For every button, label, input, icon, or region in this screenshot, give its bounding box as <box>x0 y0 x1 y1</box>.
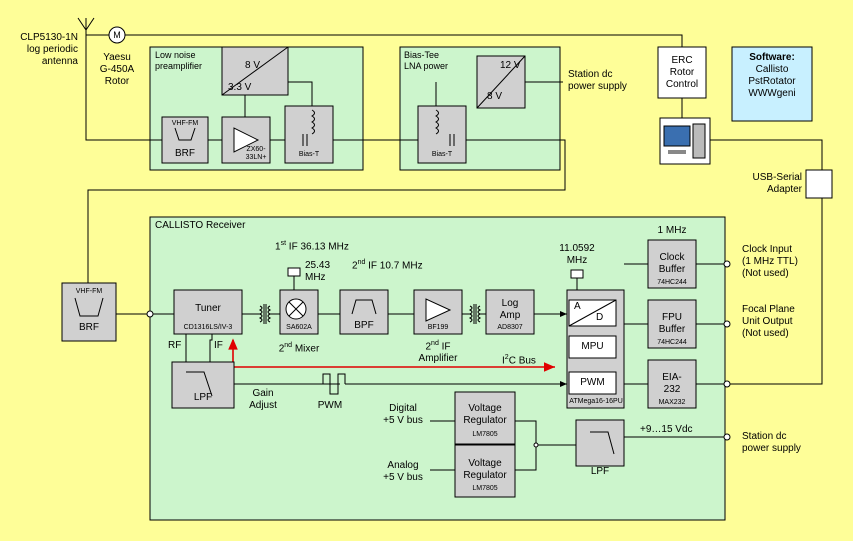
tuner-if-label: IF <box>214 340 223 351</box>
preamp-biast <box>284 105 334 164</box>
receiver-title: CALLISTO Receiver <box>155 220 246 231</box>
erc-box <box>657 46 707 99</box>
usb-adapter-box <box>805 169 833 199</box>
if-transformer-1 <box>258 304 272 324</box>
ext-brf-top: VHF-FM <box>75 288 103 295</box>
analog-regulator-box <box>454 444 516 498</box>
biastee-inserter <box>417 105 467 164</box>
ext-brf-label: BRF <box>79 322 99 333</box>
computer-icon <box>659 117 711 165</box>
adc-d: D <box>596 312 604 323</box>
fpu-buffer-box <box>647 299 697 349</box>
eia232-label: EIA-232 <box>662 372 682 395</box>
digital-regulator-box <box>454 391 516 445</box>
second-if-label: 2nd IF 10.7 MHz <box>352 259 423 272</box>
vin-label: +9…15 Vdc <box>640 424 693 435</box>
bpf-box <box>339 289 389 335</box>
connectors <box>146 260 731 448</box>
mcu-crystal-icon <box>570 269 584 279</box>
motor-symbol: M <box>113 30 121 40</box>
digital-bus-label: Digital+5 V bus <box>383 403 423 426</box>
preamp-brf-label: BRF <box>175 148 195 159</box>
clock-freq-label: 1 MHz <box>657 225 687 236</box>
software-list: Software: Callisto PstRotator WWWgeni <box>748 52 796 99</box>
fpu-buffer-part: 74HC244 <box>657 339 687 346</box>
tuner-rf-label: RF <box>168 340 182 351</box>
pwm-signal-label: PWM <box>317 400 343 411</box>
wires <box>85 30 823 471</box>
receiver-panel <box>149 216 726 521</box>
log-amp-box <box>485 289 535 335</box>
supply-lpf-box <box>575 419 625 467</box>
tuner-lpf-box <box>171 361 235 409</box>
eia232-box <box>647 359 697 409</box>
i2c-label: I2C Bus <box>502 354 536 367</box>
if-amp-label: 2nd IF Amplifier <box>418 340 458 365</box>
analog-bus-label: Analog+5 V bus <box>383 460 423 483</box>
tuner-part: CD1316LS/IV-3 <box>183 324 233 331</box>
if-transformer-2 <box>468 304 482 324</box>
lo-crystal-icon <box>287 267 301 277</box>
pwm-waveform-icon <box>318 373 346 395</box>
tuner-box <box>173 289 243 335</box>
preamp-reg-in: 3.3 V <box>228 82 252 93</box>
software-panel <box>731 46 813 122</box>
lna-part: ZX60-33LN+ <box>245 146 267 161</box>
mcu-part: ATMega16-16PU <box>569 398 623 405</box>
ext-brf-box <box>61 282 117 342</box>
preamp-reg-out: 8 V <box>245 60 261 71</box>
mixer-label: 2nd Mixer <box>278 342 320 355</box>
clock-buffer-box <box>647 239 697 289</box>
if-amp-part: BF199 <box>427 324 449 331</box>
antenna-icon <box>77 17 95 31</box>
analog-regulator-part: LM7805 <box>472 485 498 492</box>
preamp-brf-top: VHF-FM <box>171 120 199 127</box>
eia232-part: MAX232 <box>658 399 686 406</box>
mpu-box <box>568 335 617 359</box>
log-amp-part: AD8307 <box>497 324 523 331</box>
clock-buffer-part: 74HC244 <box>657 279 687 286</box>
pwm-box <box>568 371 617 395</box>
preamp-biast-label: Bias-T <box>298 151 320 158</box>
clock-input-label: Clock Input(1 MHz TTL)(Not used) <box>742 244 798 279</box>
biastee-reg-bottom: 8 V <box>487 91 503 102</box>
biastee-reg-top: 12 V <box>500 60 521 71</box>
digital-regulator-part: LM7805 <box>472 431 498 438</box>
supply-lpf-label: LPF <box>590 466 610 477</box>
mixer-part: SA602A <box>286 324 312 331</box>
adc-a: A <box>574 301 581 312</box>
bpf-label: BPF <box>354 320 374 331</box>
biastee-biast-label: Bias-T <box>431 151 453 158</box>
pwm-block-label: PWM <box>580 377 605 388</box>
first-if-label: 1st IF 36.13 MHz <box>275 240 349 253</box>
tuner-label: Tuner <box>195 303 221 314</box>
tuner-lpf-label: LPF <box>193 392 213 403</box>
mpu-label: MPU <box>581 341 604 352</box>
